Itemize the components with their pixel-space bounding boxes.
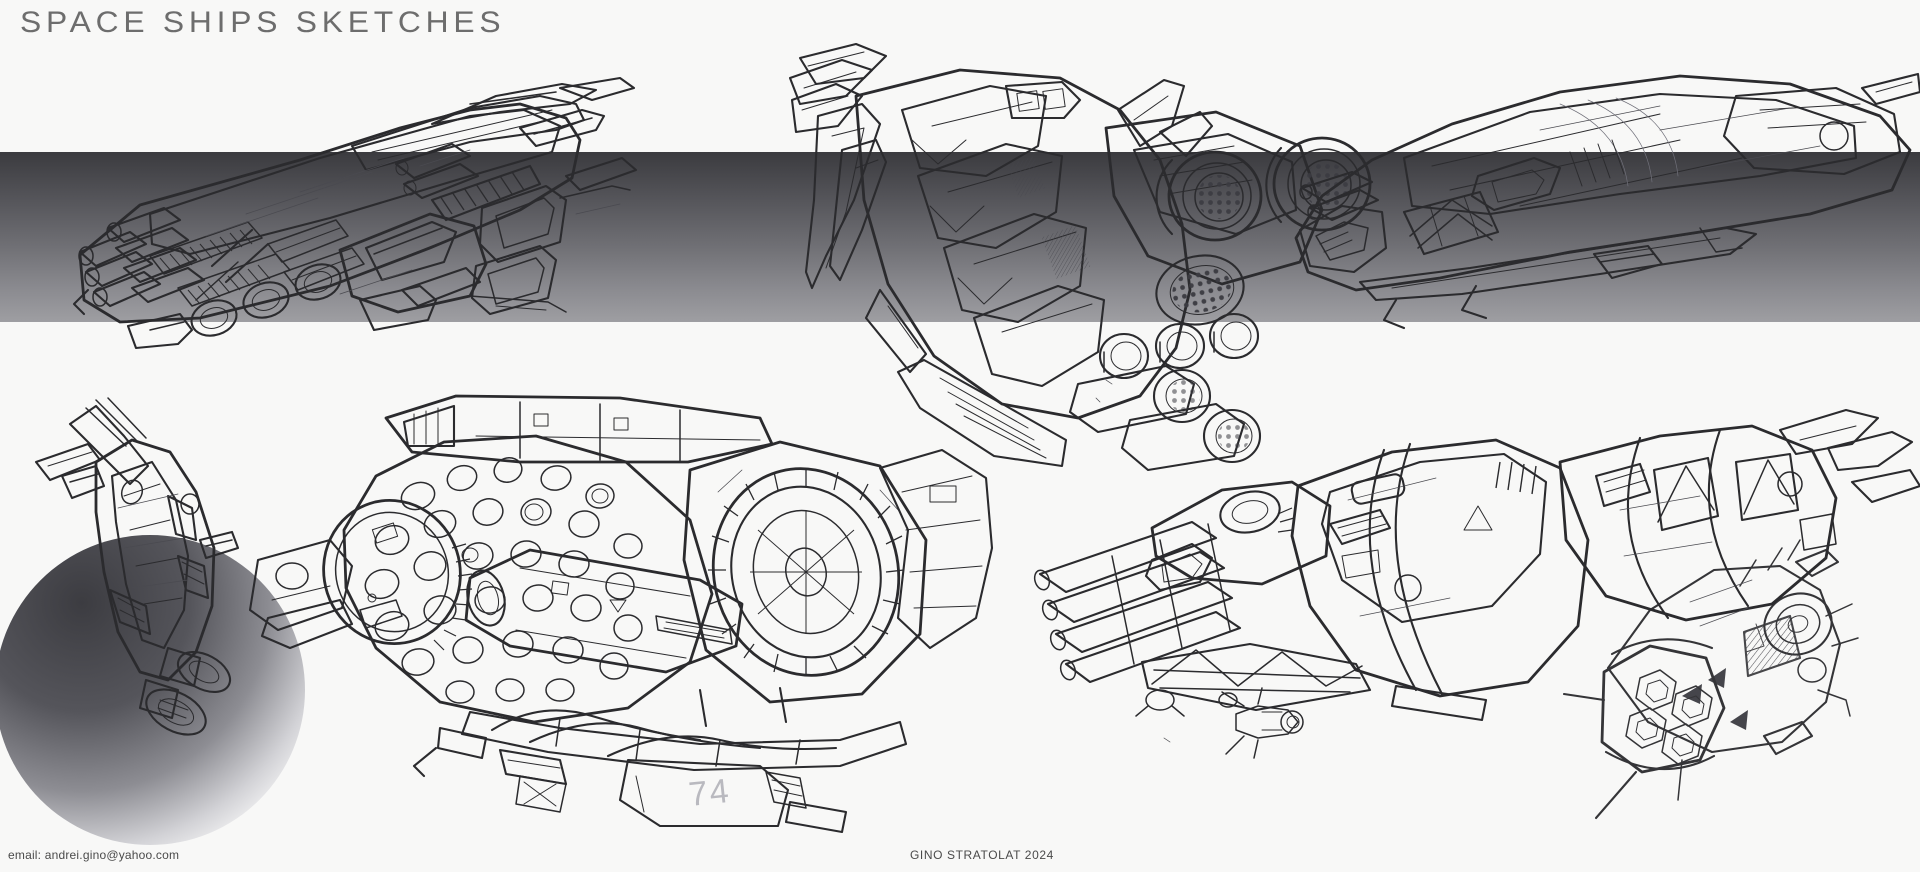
page-title: SPACE SHIPS SKETCHES (20, 6, 506, 39)
tube-bundle-spine (1033, 520, 1242, 684)
lower-nacelles (1068, 364, 1262, 472)
ship-planet-backed-scout (34, 397, 240, 736)
ship-hex-thruster-sketch-far-right (1562, 539, 1859, 820)
honeycomb-exhaust (1155, 254, 1245, 326)
aft-engine-stack (338, 142, 568, 316)
engine-ports (190, 263, 342, 337)
ship-perforated-hull-carrier-bottom-center: 74 (248, 394, 994, 834)
lower-thruster-pods (1098, 312, 1260, 380)
scout-engines (138, 646, 232, 736)
ship-angular-gunship-top-left (72, 76, 638, 350)
truss-framework (1402, 190, 1500, 256)
bow-barrel-cluster (78, 206, 206, 308)
ring-thruster-assembly (682, 440, 928, 704)
ship-twin-engine-cruiser-top-center (788, 42, 1372, 472)
contact-email: email: andrei.gino@yahoo.com (8, 848, 180, 862)
rear-truss (1652, 452, 1800, 532)
hull-marking-74: 74 (687, 772, 733, 814)
perforated-hull (342, 434, 714, 724)
ship-rounded-hull-freighter-top-right (1294, 72, 1920, 330)
ship-small-fighter-thumbnail (1221, 687, 1304, 759)
artist-credit: GINO STRATOLAT 2024 (910, 848, 1054, 862)
planet-sphere (0, 535, 305, 845)
stray-marks (1095, 379, 1171, 743)
ship-cylindrical-modular-hauler-bottom-right (1033, 408, 1920, 722)
hex-thruster-cluster (1600, 644, 1726, 774)
under-truss-piping: 74 (460, 709, 908, 828)
background-gradient-band (0, 152, 1920, 322)
under-lattice (1140, 642, 1372, 712)
central-cylinder-module (464, 548, 744, 674)
